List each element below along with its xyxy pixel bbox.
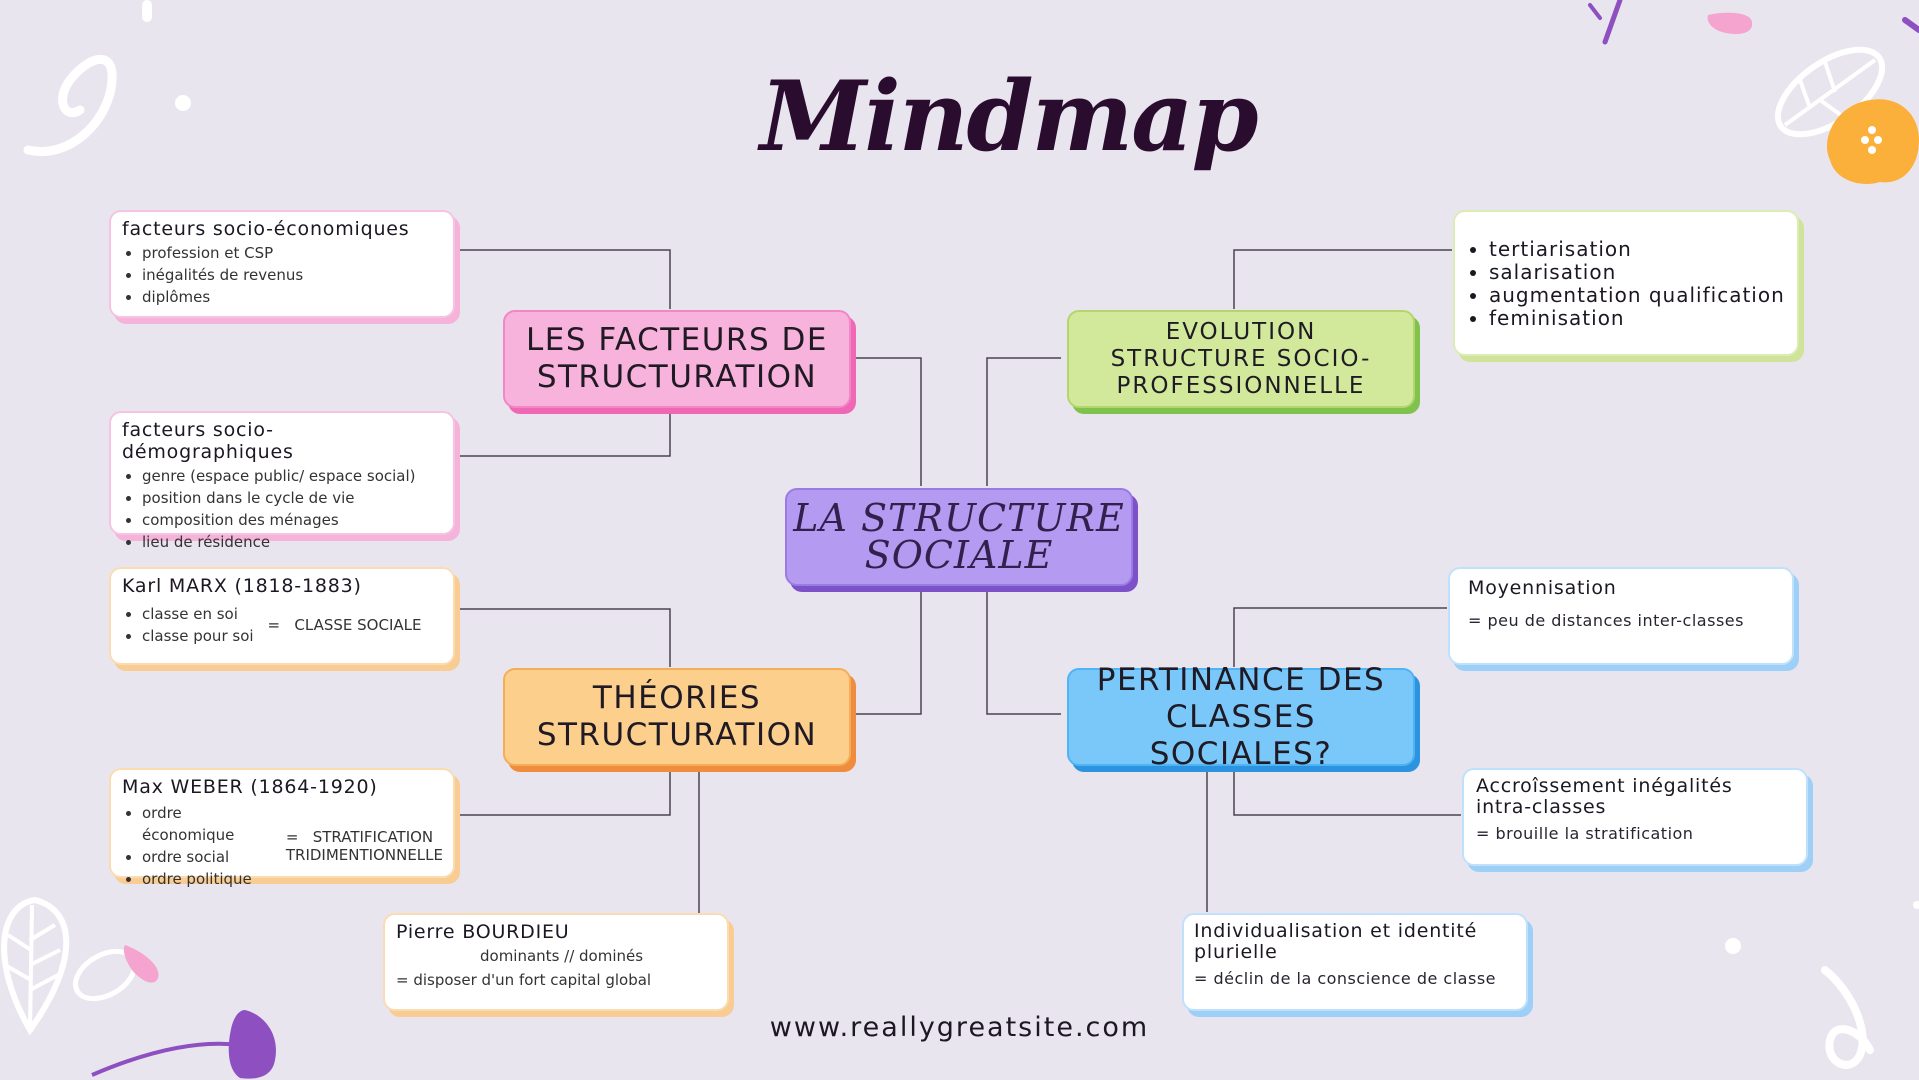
- connector-evolution-list: [1233, 249, 1452, 309]
- stroke-decoration: [1902, 17, 1919, 33]
- list-item: salarisation: [1489, 261, 1787, 284]
- swirl-decoration: [1821, 966, 1874, 1069]
- branch-theories: THÉORIES STRUCTURATION: [503, 668, 851, 766]
- connector-accroissement: [1233, 768, 1461, 816]
- leaf-title: facteurs socio-économiques: [122, 218, 410, 240]
- leaf-accroissement: Accroîssement inégalités intra-classes =…: [1462, 768, 1808, 866]
- stroke-decoration: [1588, 3, 1602, 20]
- list-item: classe en soi: [142, 603, 254, 625]
- leaf-row: classe en soi classe pour soi = CLASSE S…: [122, 603, 443, 647]
- dot-decoration: [175, 95, 191, 111]
- flower-decoration: [228, 1010, 276, 1079]
- leaf-vein-decoration: [4, 904, 61, 1031]
- leaf-line: = disposer d'un fort capital global: [396, 971, 652, 989]
- dot-decoration: [1868, 146, 1876, 154]
- list-item: feminisation: [1489, 307, 1787, 330]
- leaf-title: Accroîssement inégalités intra-classes: [1476, 775, 1733, 818]
- leaf-desc: = brouille la stratification: [1476, 824, 1694, 843]
- dot-decoration: [1868, 126, 1876, 134]
- leaf-weber: Max WEBER (1864-1920) ordre économique o…: [109, 768, 455, 888]
- list-item: lieu de résidence: [142, 531, 443, 553]
- leaf-equals: = STRATIFICATION TRIDIMENTIONNELLE: [286, 828, 443, 864]
- leaf-list: classe en soi classe pour soi: [122, 603, 254, 647]
- leaf-moyennisation: Moyennisation = peu de distances inter-c…: [1448, 567, 1794, 665]
- swirl-decoration: [23, 54, 117, 156]
- leaf-socio-demographiques: facteurs socio-démographiques genre (esp…: [109, 411, 455, 551]
- leaf-desc: = déclin de la conscience de classe: [1194, 969, 1496, 988]
- list-item: ordre politique: [142, 868, 272, 890]
- list-item: augmentation qualification: [1489, 284, 1787, 307]
- leaf-list: tertiarisation salarisation augmentation…: [1469, 238, 1787, 330]
- center-node-label: LA STRUCTURE SOCIALE: [793, 496, 1125, 577]
- branch-facteurs: LES FACTEURS DE STRUCTURATION: [503, 310, 851, 408]
- connector-center-facteurs: [852, 357, 922, 486]
- leaf-row: ordre économique ordre social ordre poli…: [122, 802, 443, 890]
- dash-decoration: [142, 0, 152, 22]
- center-node: LA STRUCTURE SOCIALE: [785, 488, 1133, 586]
- leaf-title: Moyennisation: [1468, 577, 1617, 599]
- leaf-title: Individualisation et identité plurielle: [1194, 920, 1478, 963]
- list-item: tertiarisation: [1489, 238, 1787, 261]
- leaf-equals: = CLASSE SOCIALE: [267, 616, 422, 634]
- connector-center-evolution: [986, 357, 1061, 486]
- connector-moyennisation: [1233, 607, 1447, 667]
- connector-center-theories: [852, 588, 922, 715]
- list-item: ordre social: [142, 846, 272, 868]
- leaf-equals-line: TRIDIMENTIONNELLE: [285, 846, 443, 864]
- branch-pertinance: PERTINANCE DES CLASSES SOCIALES?: [1067, 662, 1415, 772]
- stem-decoration: [91, 1041, 241, 1077]
- branch-theories-label: THÉORIES STRUCTURATION: [536, 680, 818, 753]
- dot-decoration: [1874, 136, 1882, 144]
- branch-evolution-label: EVOLUTION STRUCTURE SOCIO-PROFESSIONNELL…: [1110, 318, 1372, 399]
- leaf-title: Karl MARX (1818-1883): [122, 575, 362, 597]
- connector-marx: [457, 608, 671, 667]
- leaf-individualisation: Individualisation et identité plurielle …: [1182, 913, 1528, 1011]
- page-title: Mindmap: [760, 60, 1259, 173]
- petal-decoration: [1707, 12, 1753, 35]
- leaf-vein-decoration: [1783, 58, 1877, 127]
- branch-evolution: EVOLUTION STRUCTURE SOCIO-PROFESSIONNELL…: [1067, 310, 1415, 408]
- footer-url[interactable]: www.reallygreatsite.com: [769, 1012, 1150, 1043]
- branch-pertinance-label: PERTINANCE DES CLASSES SOCIALES?: [1096, 661, 1386, 772]
- connector-socio-eco: [457, 249, 671, 309]
- petal-decoration: [123, 945, 159, 983]
- list-item: inégalités de revenus: [142, 264, 443, 286]
- leaf-list: genre (espace public/ espace social) pos…: [122, 465, 443, 553]
- list-item: classe pour soi: [142, 625, 254, 647]
- leaf-title: Max WEBER (1864-1920): [122, 776, 378, 798]
- leaf-list: ordre économique ordre social ordre poli…: [122, 802, 272, 890]
- list-item: profession et CSP: [142, 242, 443, 264]
- leaf-title: facteurs socio-démographiques: [122, 419, 294, 463]
- leaf-list: profession et CSP inégalités de revenus …: [122, 242, 443, 308]
- list-item: ordre économique: [142, 802, 272, 846]
- connector-center-pertinance: [986, 588, 1061, 715]
- list-item: diplômes: [142, 286, 443, 308]
- list-item: position dans le cycle de vie: [142, 487, 443, 509]
- leaf-equals-line: = STRATIFICATION: [285, 828, 434, 846]
- leaf-bourdieu: Pierre BOURDIEU dominants // dominés = d…: [383, 913, 729, 1011]
- dot-decoration: [1725, 938, 1741, 954]
- leaf-title: Pierre BOURDIEU: [396, 921, 570, 943]
- list-item: composition des ménages: [142, 509, 443, 531]
- branch-facteurs-label: LES FACTEURS DE STRUCTURATION: [526, 322, 828, 395]
- stroke-decoration: [1602, 0, 1623, 45]
- leaf-line: dominants // dominés: [480, 947, 644, 965]
- leaf-evolution-list: tertiarisation salarisation augmentation…: [1453, 210, 1799, 356]
- leaf-socio-economiques: facteurs socio-économiques profession et…: [109, 210, 455, 318]
- leaf-marx: Karl MARX (1818-1883) classe en soi clas…: [109, 567, 455, 665]
- leaf-desc: = peu de distances inter-classes: [1468, 611, 1744, 630]
- connector-weber: [457, 768, 671, 816]
- connector-socio-demo: [457, 410, 671, 457]
- flower-decoration: [1826, 99, 1919, 184]
- dot-decoration: [1913, 901, 1919, 909]
- dot-decoration: [1861, 136, 1869, 144]
- list-item: genre (espace public/ espace social): [142, 465, 443, 487]
